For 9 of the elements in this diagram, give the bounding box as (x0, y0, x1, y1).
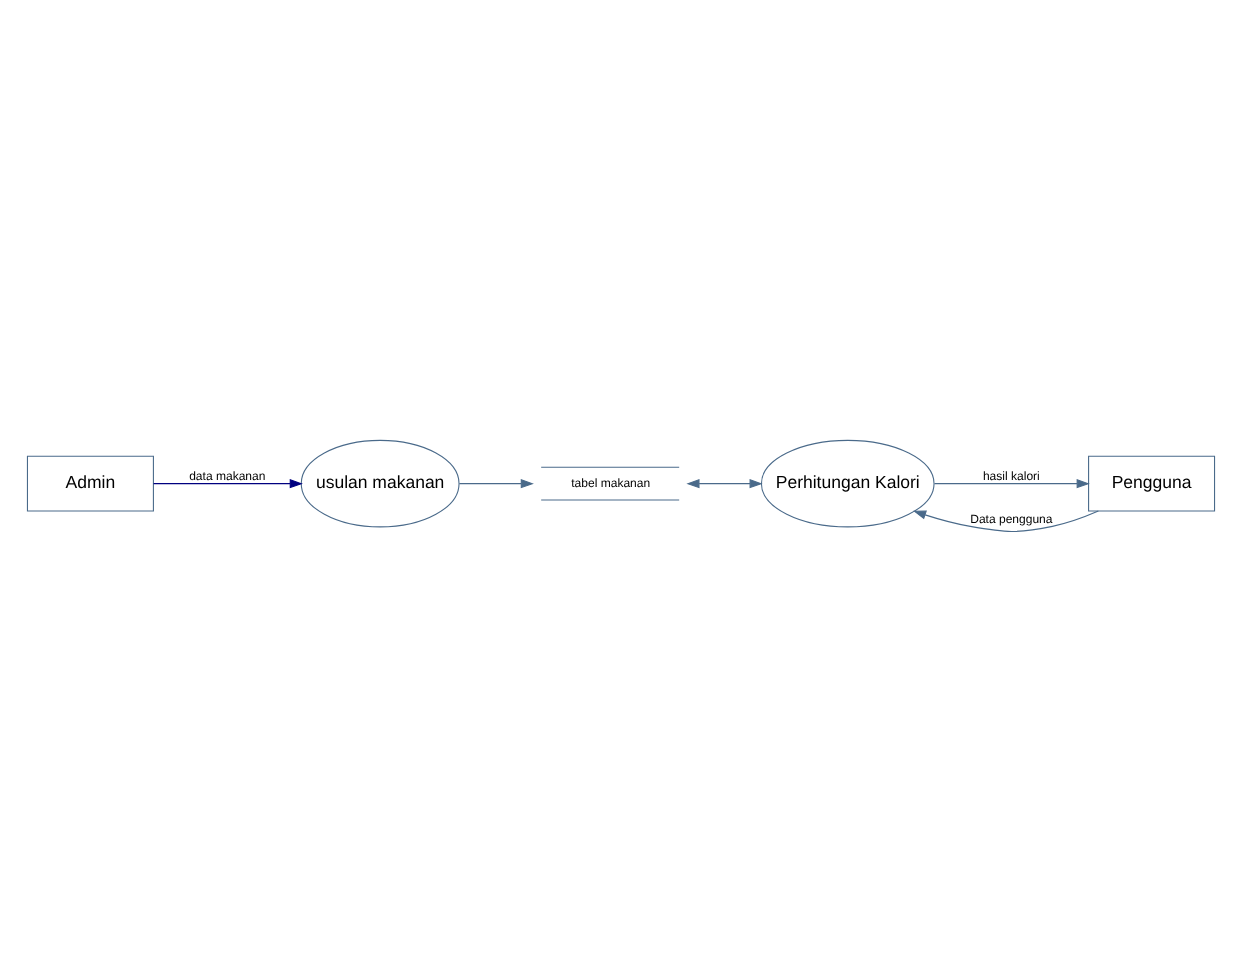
arrow (458, 478, 534, 488)
node-ellipse: usulan makanan (300, 438, 460, 527)
arrow (686, 478, 763, 488)
arrow (153, 478, 303, 488)
node-ellipse: Perhitungan Kalori (760, 438, 935, 527)
node-box: Admin (26, 454, 154, 511)
node-box: Pengguna (1088, 454, 1216, 511)
arrow (913, 509, 1099, 531)
arrow (933, 478, 1090, 488)
